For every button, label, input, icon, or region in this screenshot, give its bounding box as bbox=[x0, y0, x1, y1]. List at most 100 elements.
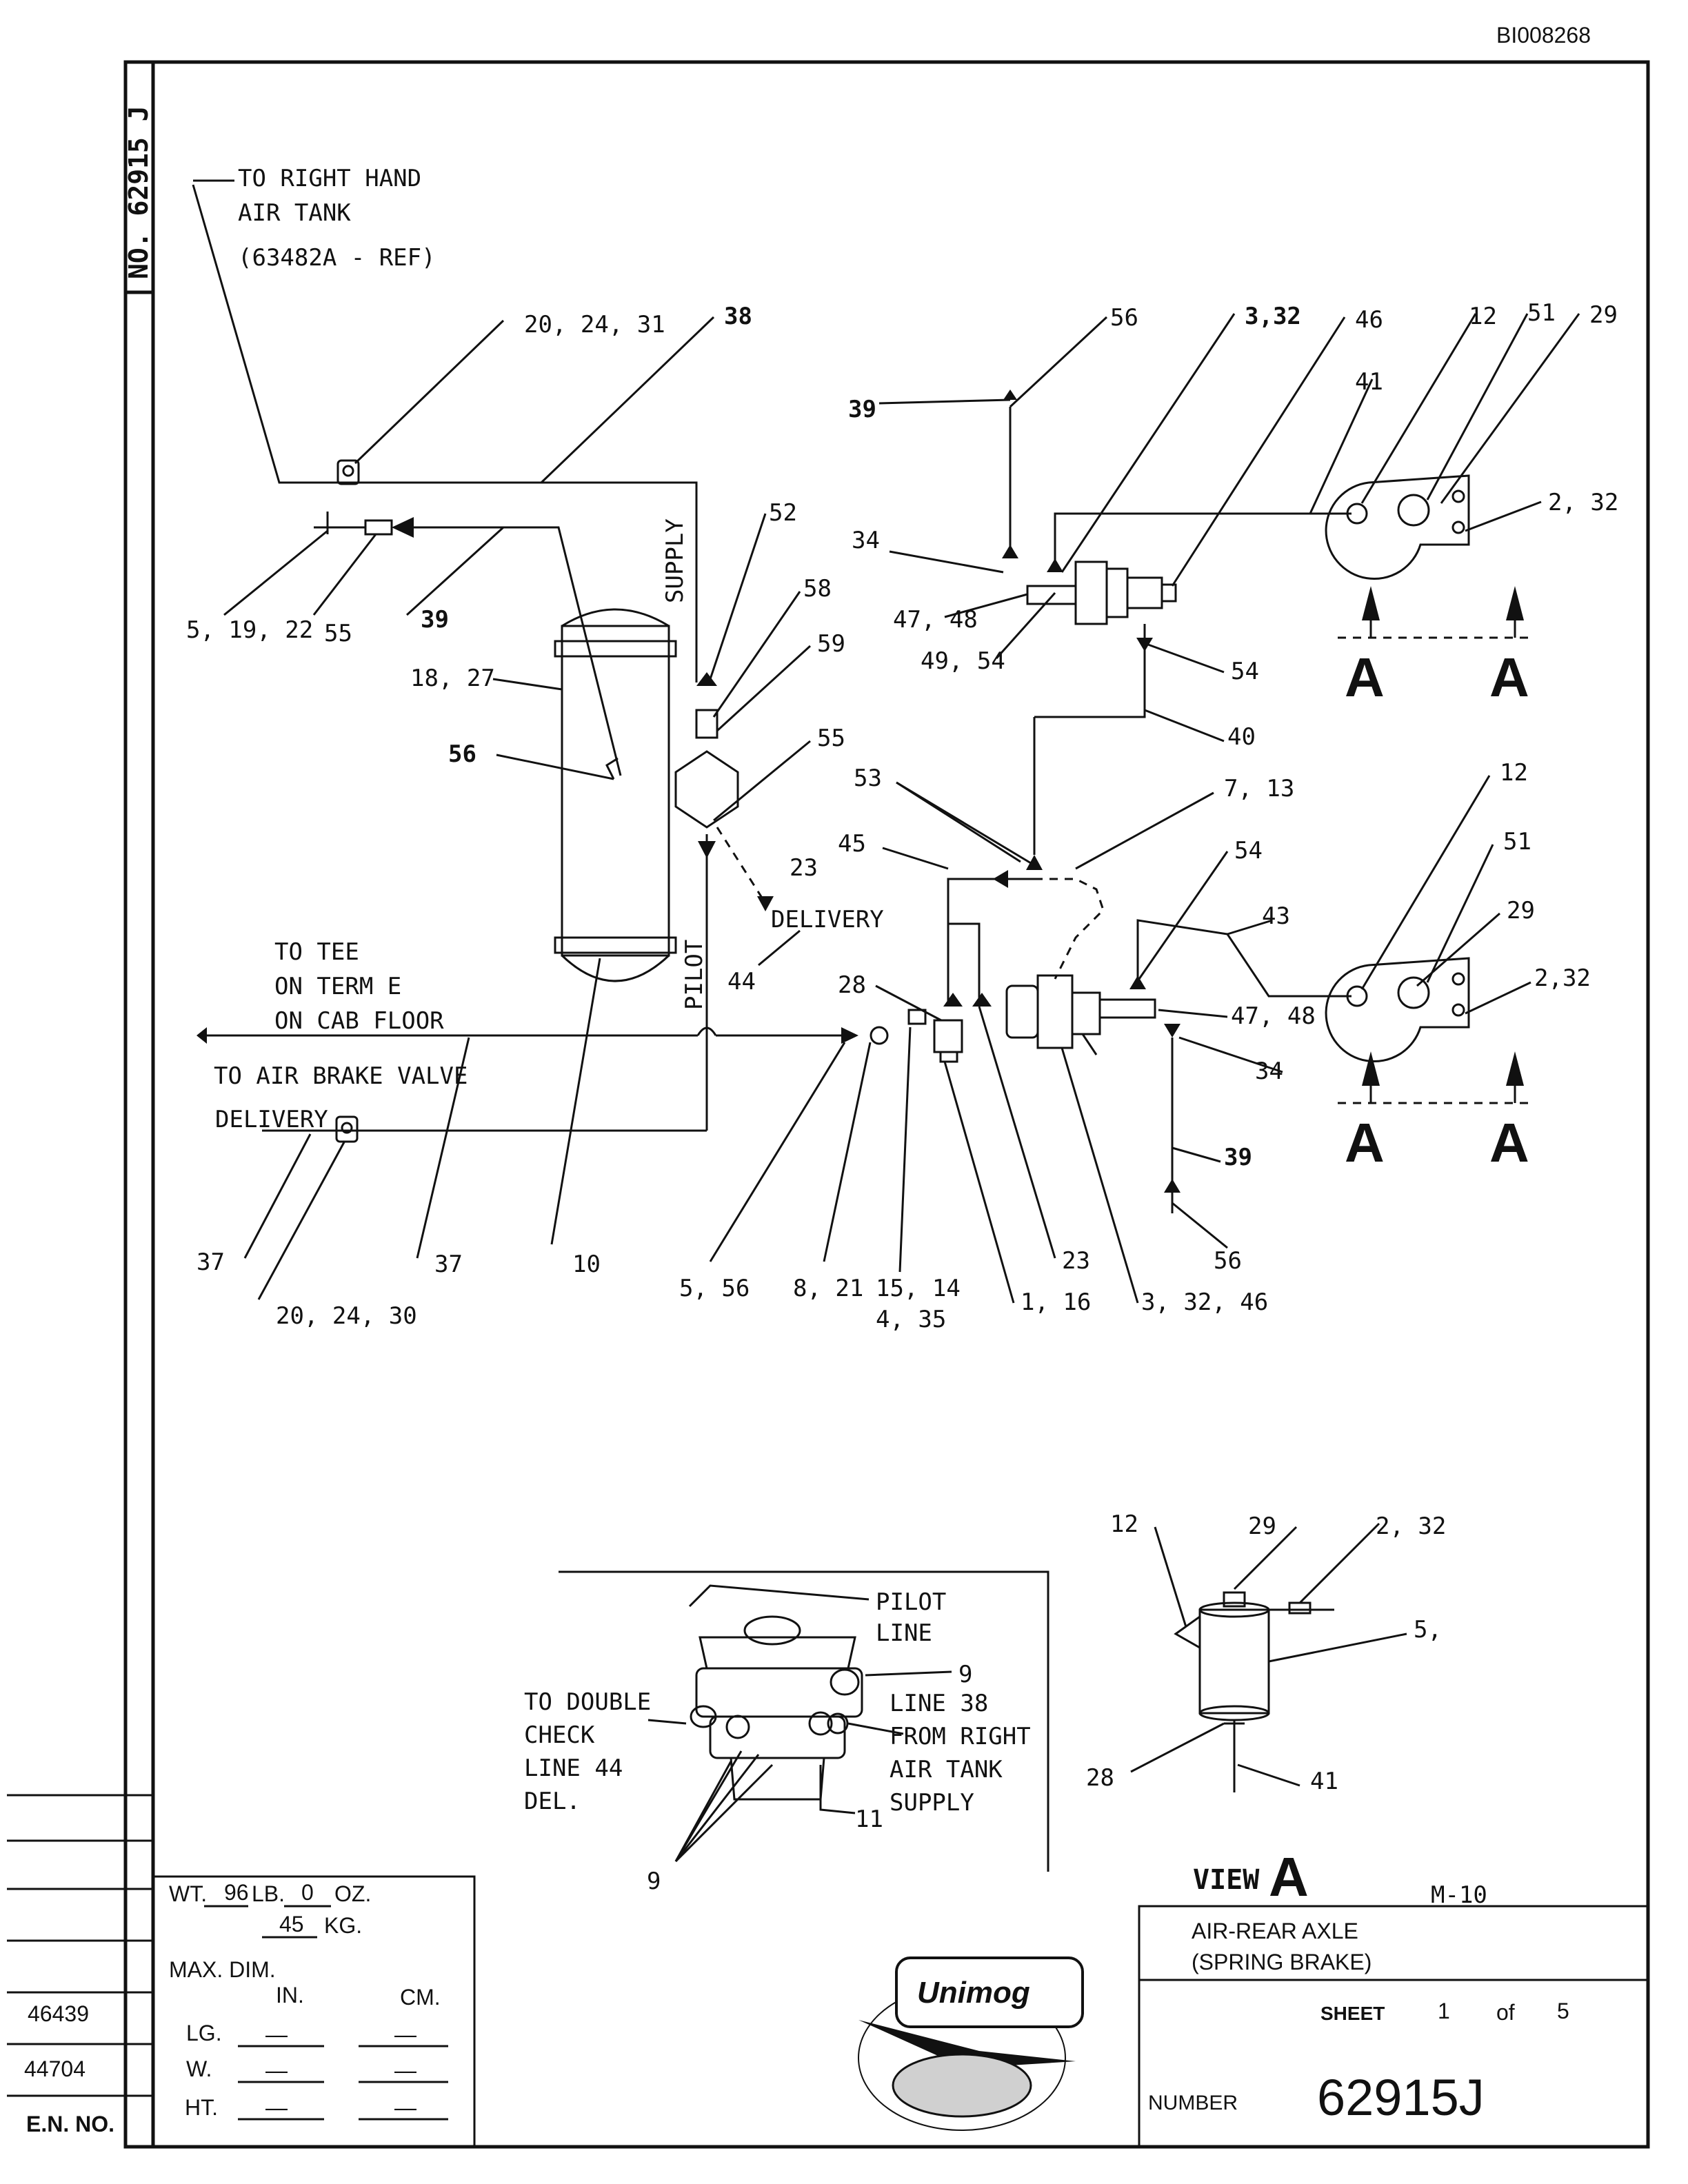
valve-line38-1: LINE 38 bbox=[890, 1690, 988, 1717]
lower-spring-brake-chamber bbox=[1005, 919, 1470, 1213]
note-right-tank-line2: AIR TANK bbox=[238, 199, 351, 227]
callout-40: 40 bbox=[1227, 723, 1256, 751]
weight-kg-value: 45 bbox=[279, 1912, 304, 1937]
valve-pilot-line1: PILOT bbox=[876, 1588, 946, 1616]
logo-text: Unimog bbox=[917, 1976, 1030, 2010]
view-a-callout-29: 29 bbox=[1248, 1513, 1276, 1540]
model-label: M-10 bbox=[1431, 1881, 1487, 1909]
callout-37a: 37 bbox=[197, 1248, 225, 1276]
width-in: — bbox=[265, 2058, 288, 2083]
section-a-a-upper bbox=[1338, 586, 1531, 639]
number-label: NUMBER bbox=[1148, 2092, 1238, 2114]
callout-29a: 29 bbox=[1589, 301, 1618, 329]
relay-valve-assembly bbox=[870, 662, 1146, 1063]
leader-lines bbox=[223, 313, 1580, 1304]
note-tee-line3: ON CAB FLOOR bbox=[274, 1007, 444, 1035]
callout-46: 46 bbox=[1355, 306, 1383, 334]
callout-44: 44 bbox=[727, 968, 756, 995]
callout-54b: 54 bbox=[1234, 837, 1263, 865]
weight-label: WT. bbox=[169, 1881, 207, 1906]
callout-43: 43 bbox=[1262, 902, 1290, 930]
callout-38: 38 bbox=[724, 303, 752, 330]
drawing-number: 62915J bbox=[1317, 2069, 1485, 2126]
label-pilot: PILOT bbox=[681, 940, 708, 1010]
title-block-right bbox=[1138, 1905, 1649, 2148]
upper-spring-brake-chamber bbox=[1002, 390, 1470, 662]
callout-5-19-22: 5, 19, 22 bbox=[186, 616, 313, 644]
callout-49-54: 49, 54 bbox=[921, 647, 1005, 675]
valve-double-3: LINE 44 bbox=[524, 1755, 623, 1782]
callout-45: 45 bbox=[838, 830, 866, 858]
callout-39b: 39 bbox=[848, 396, 876, 423]
callout-34a: 34 bbox=[852, 527, 880, 554]
callout-56b: 56 bbox=[1110, 304, 1138, 332]
valve-double-1: TO DOUBLE bbox=[524, 1688, 651, 1716]
view-a-caption: VIEW bbox=[1193, 1864, 1260, 1896]
callout-54a: 54 bbox=[1231, 658, 1259, 685]
height-cm: — bbox=[394, 2095, 416, 2120]
callout-39a: 39 bbox=[421, 606, 449, 634]
callout-55a: 55 bbox=[324, 620, 352, 647]
in-header: IN. bbox=[276, 1983, 304, 2008]
callout-59: 59 bbox=[817, 630, 845, 658]
callout-29b: 29 bbox=[1507, 897, 1535, 924]
length-in: — bbox=[265, 2022, 288, 2047]
view-a-callout-12: 12 bbox=[1110, 1510, 1138, 1538]
en-no-label: E.N. NO. bbox=[26, 2112, 114, 2136]
left-piping bbox=[192, 184, 858, 1143]
unimog-logo: Unimog bbox=[858, 1957, 1084, 2131]
section-letter-a2: A bbox=[1489, 647, 1529, 708]
callout-23a: 23 bbox=[790, 854, 818, 882]
weight-lb-unit: LB. bbox=[252, 1881, 285, 1906]
note-air-brake-valve: TO AIR BRAKE VALVE bbox=[214, 1062, 468, 1090]
callout-2-32b: 2,32 bbox=[1534, 964, 1591, 992]
callout-52: 52 bbox=[769, 499, 797, 527]
callout-41: 41 bbox=[1355, 368, 1383, 396]
sheet-of: of bbox=[1496, 2000, 1515, 2025]
note-delivery-left: DELIVERY bbox=[215, 1106, 328, 1133]
view-a-caption-letter: A bbox=[1269, 1846, 1309, 1908]
sheet-label: SHEET bbox=[1320, 2003, 1385, 2024]
number-tab: NO. 62915 J bbox=[123, 105, 154, 279]
note-right-tank-line1: TO RIGHT HAND bbox=[238, 165, 421, 192]
callout-37b: 37 bbox=[434, 1251, 463, 1278]
callout-56c: 56 bbox=[1214, 1247, 1242, 1275]
title-line2: (SPRING BRAKE) bbox=[1192, 1950, 1372, 1974]
callout-51a: 51 bbox=[1527, 299, 1556, 327]
valve-callout-9a: 9 bbox=[958, 1661, 972, 1688]
view-a-callout-41: 41 bbox=[1310, 1768, 1338, 1795]
weight-oz-unit: OZ. bbox=[334, 1881, 371, 1906]
view-a-callout-5: 5, bbox=[1414, 1616, 1442, 1644]
callout-8-21: 8, 21 bbox=[793, 1275, 863, 1302]
document-id: BI008268 bbox=[1496, 23, 1591, 48]
callout-4-35: 4, 35 bbox=[876, 1306, 946, 1333]
callout-28: 28 bbox=[838, 971, 866, 999]
callout-55b: 55 bbox=[817, 725, 845, 752]
cm-header: CM. bbox=[400, 1985, 441, 2010]
valve-line38-3: AIR TANK bbox=[890, 1756, 1003, 1783]
callout-53: 53 bbox=[854, 765, 882, 792]
callout-20-24-31: 20, 24, 31 bbox=[524, 311, 665, 338]
callout-15-14: 15, 14 bbox=[876, 1275, 961, 1302]
width-label: W. bbox=[186, 2056, 212, 2081]
valve-double-2: CHECK bbox=[524, 1721, 595, 1749]
callout-56a: 56 bbox=[448, 740, 476, 768]
valve-line38-4: SUPPLY bbox=[890, 1789, 974, 1817]
note-tee-term-e: TO TEE ON TERM E ON CAB FLOOR bbox=[274, 938, 444, 1035]
section-letter-a3: A bbox=[1345, 1112, 1385, 1173]
relay-valve-detail bbox=[559, 1570, 1049, 1872]
callout-51b: 51 bbox=[1503, 828, 1531, 856]
callout-58: 58 bbox=[803, 575, 832, 603]
view-a-callout-2-32: 2, 32 bbox=[1376, 1513, 1446, 1540]
note-tee-line2: ON TERM E bbox=[274, 973, 401, 1000]
label-delivery-mid: DELIVERY bbox=[771, 906, 884, 933]
en-number-1: 46439 bbox=[28, 2001, 89, 2026]
weight-kg-unit: KG. bbox=[324, 1913, 362, 1938]
length-label: LG. bbox=[186, 2021, 222, 2045]
callout-39c: 39 bbox=[1224, 1144, 1252, 1171]
callout-1-16: 1, 16 bbox=[1021, 1288, 1091, 1316]
callout-2-32a: 2, 32 bbox=[1548, 489, 1618, 516]
callout-10: 10 bbox=[572, 1251, 601, 1278]
width-cm: — bbox=[394, 2058, 416, 2083]
